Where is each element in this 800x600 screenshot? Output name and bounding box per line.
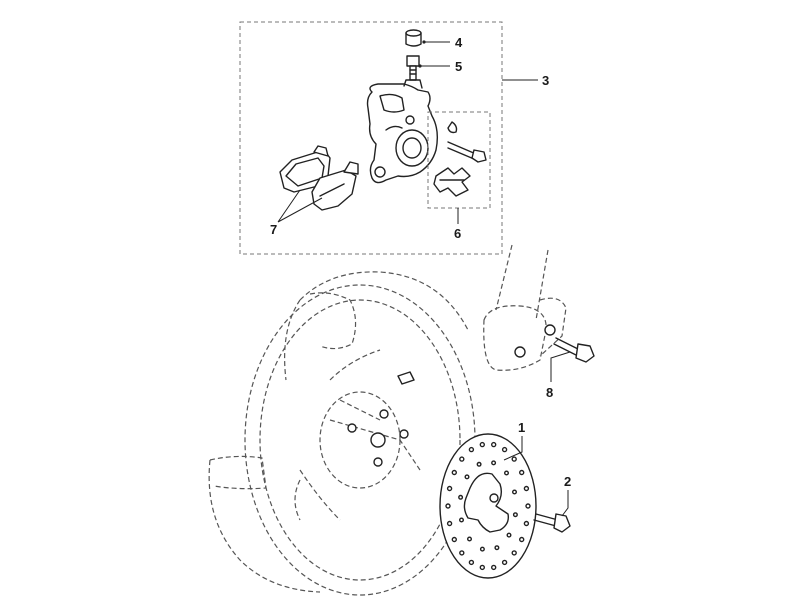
caliper-assembly-group-box xyxy=(239,21,503,255)
brake-disc-hole xyxy=(467,536,473,542)
front-fork-outline xyxy=(483,244,567,371)
brake-disc-hole xyxy=(451,536,457,543)
brake-disc-hole xyxy=(512,512,518,518)
brake-disc-hole xyxy=(476,461,482,467)
leader-8 xyxy=(550,351,571,382)
callout-2: 2 xyxy=(564,474,571,489)
callout-4: 4 xyxy=(455,35,463,50)
brake-disc-hole xyxy=(523,485,530,492)
part-2-disc-bolt xyxy=(533,513,571,533)
part-6-pad-spring xyxy=(433,121,471,197)
brake-disc-hole xyxy=(519,536,525,543)
brake-disc-hole xyxy=(504,470,510,476)
brake-disc-hole xyxy=(459,456,465,462)
brake-disc-hole xyxy=(491,564,497,571)
callout-3: 3 xyxy=(542,73,549,88)
brake-disc-hole xyxy=(445,503,451,509)
brake-disc-hole xyxy=(512,489,518,495)
wheel-hub xyxy=(319,371,415,489)
brake-disc-hole xyxy=(468,559,475,566)
brake-disc-hole xyxy=(459,517,465,523)
brake-disc-hole xyxy=(451,469,457,476)
leader-1 xyxy=(503,436,523,461)
leader-lines xyxy=(277,40,571,517)
part-4-bleeder-cap xyxy=(405,29,422,47)
brake-disc-hole xyxy=(491,441,497,448)
brake-disc-hole xyxy=(459,550,465,556)
brake-disc-hole xyxy=(494,545,500,551)
brake-disc-hole xyxy=(511,550,517,556)
brake-disc-hole xyxy=(511,456,517,462)
brake-disc-hole xyxy=(491,460,497,466)
callout-5: 5 xyxy=(455,59,462,74)
brake-disc-hole xyxy=(479,546,485,552)
caliper-body xyxy=(366,79,439,184)
brake-disc-hole xyxy=(464,474,470,480)
brake-disc-hole xyxy=(479,441,485,448)
leader-2 xyxy=(561,490,569,517)
brake-disc-hole xyxy=(458,494,464,500)
brake-disc-hole xyxy=(506,532,512,538)
part-6-group-box xyxy=(427,111,491,209)
callout-7: 7 xyxy=(270,222,277,237)
callout-labels: 4 5 3 6 7 8 1 2 xyxy=(270,35,571,489)
callout-8: 8 xyxy=(546,385,553,400)
brake-disc-hole xyxy=(446,485,453,492)
brake-disc-hole xyxy=(519,469,525,476)
brake-disc-hole xyxy=(479,564,485,571)
callout-1: 1 xyxy=(518,420,525,435)
brake-disc-hole xyxy=(501,559,508,566)
brake-disc-holes xyxy=(445,441,531,571)
part-8-caliper-mount-bolt xyxy=(553,337,595,363)
brake-disc-hole xyxy=(525,503,531,509)
brake-disc-hole xyxy=(446,520,453,527)
brake-disc-hole xyxy=(523,520,530,527)
brake-disc-hole xyxy=(468,446,475,453)
leader-7 xyxy=(277,189,323,223)
wheel-rim-outline xyxy=(208,271,476,596)
part-1-brake-disc xyxy=(439,433,537,579)
part-7-brake-pads xyxy=(279,145,359,211)
caliper-bolt xyxy=(447,141,487,163)
part-5-bleeder-screw xyxy=(406,55,420,81)
callout-6: 6 xyxy=(454,226,461,241)
brake-disc-hole xyxy=(501,446,508,453)
